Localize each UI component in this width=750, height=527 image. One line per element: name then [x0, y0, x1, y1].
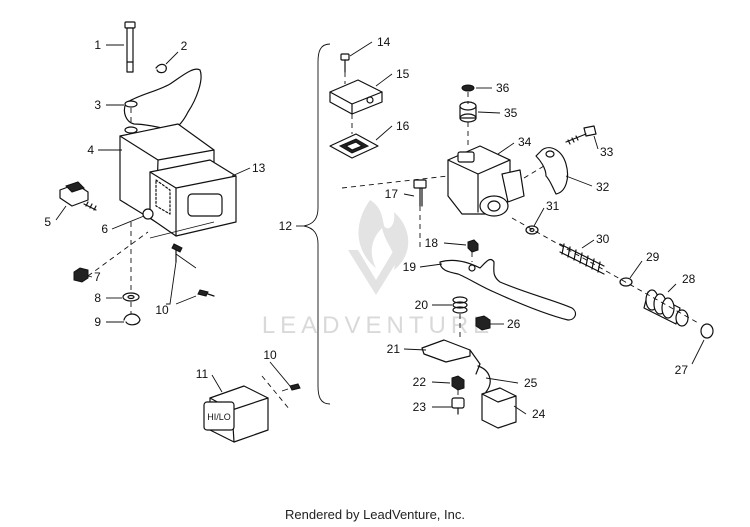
- part-18-nut: [467, 239, 479, 253]
- callout-29: 29: [646, 250, 660, 264]
- callout-28: 28: [682, 272, 696, 286]
- callout-13: 13: [252, 161, 266, 175]
- callout-12: 12: [279, 219, 293, 233]
- bracket-12: [303, 43, 331, 405]
- part-11-hi-lo-switch: HI/LO: [203, 385, 269, 443]
- right-assembly-lines: [341, 72, 701, 398]
- part-34-master-cylinder: [447, 145, 525, 217]
- callout-6: 6: [101, 222, 108, 236]
- part-27-o-ring: [700, 323, 714, 339]
- callout-11: 11: [196, 367, 209, 381]
- callout-20: 20: [415, 298, 429, 312]
- watermark: LEADVENTURE: [262, 200, 494, 339]
- hi-lo-label: HI/LO: [207, 412, 231, 422]
- part-30-spring: [559, 243, 605, 275]
- callout-3: 3: [94, 98, 101, 112]
- leader-lines: [55, 41, 705, 415]
- callout-15: 15: [396, 67, 410, 81]
- part-26-nut: [475, 315, 491, 331]
- callout-10-upper: 10: [155, 303, 169, 317]
- callout-21: 21: [387, 342, 401, 356]
- part-7-nut: [73, 267, 89, 283]
- callout-32: 32: [596, 180, 610, 194]
- footer-credit: Rendered by LeadVenture, Inc.: [285, 507, 465, 522]
- callout-7: 7: [94, 270, 101, 284]
- callout-35: 35: [504, 106, 518, 120]
- part-10-screws: [171, 243, 215, 297]
- part-14-screw: [340, 53, 350, 73]
- watermark-v-icon: [348, 250, 404, 295]
- callout-33: 33: [600, 145, 614, 159]
- part-13-switch-module: [149, 159, 237, 237]
- part-19-lever: [439, 258, 577, 321]
- callout-14: 14: [377, 35, 391, 49]
- part-24-switch: [481, 387, 517, 429]
- callout-4: 4: [87, 143, 94, 157]
- callout-2: 2: [181, 39, 188, 53]
- callout-19: 19: [403, 260, 417, 274]
- callout-27: 27: [675, 363, 689, 377]
- callout-16: 16: [396, 119, 410, 133]
- part-2-clip: [155, 63, 167, 74]
- part-8-washer: [122, 292, 140, 302]
- callout-24: 24: [532, 407, 546, 421]
- part-17-pivot-bolt: [413, 179, 427, 207]
- callout-5: 5: [44, 215, 51, 229]
- callout-18: 18: [425, 236, 439, 250]
- part-35-bushing: [459, 101, 477, 123]
- part-10-screw-lower: [289, 383, 301, 391]
- part-32-clamp: [535, 147, 569, 195]
- part-25-plate: [477, 365, 491, 393]
- callout-23: 23: [413, 400, 427, 414]
- callout-25: 25: [524, 376, 538, 390]
- part-16-diaphragm: [329, 133, 379, 159]
- callout-1: 1: [94, 38, 101, 52]
- left-assembly-lines: [87, 108, 215, 314]
- callout-22: 22: [413, 375, 427, 389]
- part-21-bracket: [421, 339, 471, 363]
- callout-30: 30: [596, 232, 610, 246]
- watermark-flame-icon: [358, 200, 409, 270]
- part-1-bolt: [124, 21, 136, 73]
- watermark-text: LEADVENTURE: [262, 312, 494, 339]
- callout-26: 26: [507, 317, 521, 331]
- part-15-cap: [329, 79, 383, 115]
- part-36-washer: [461, 84, 475, 92]
- callout-17: 17: [385, 187, 399, 201]
- callout-34: 34: [518, 135, 532, 149]
- callout-9: 9: [94, 315, 101, 329]
- callout-31: 31: [546, 199, 560, 213]
- part-20-spring: [452, 296, 468, 314]
- part-28-piston: [643, 289, 689, 327]
- part-11-dash: [261, 375, 291, 411]
- callout-36: 36: [496, 81, 510, 95]
- part-3-bracket: [123, 68, 202, 131]
- callout-10-lower: 10: [263, 348, 277, 362]
- part-22-nut: [451, 375, 465, 391]
- part-9-clip: [123, 313, 141, 326]
- part-5-switch: [59, 181, 97, 211]
- part-33-bolt: [565, 125, 597, 145]
- part-3-washer: [124, 100, 138, 108]
- callouts: 1 2 3 4 5 6 7 8 9 10 10 11 12 13 14 15 1…: [44, 35, 695, 421]
- callout-8: 8: [94, 291, 101, 305]
- part-23-bolt: [451, 397, 465, 415]
- part-6-washer: [142, 208, 154, 220]
